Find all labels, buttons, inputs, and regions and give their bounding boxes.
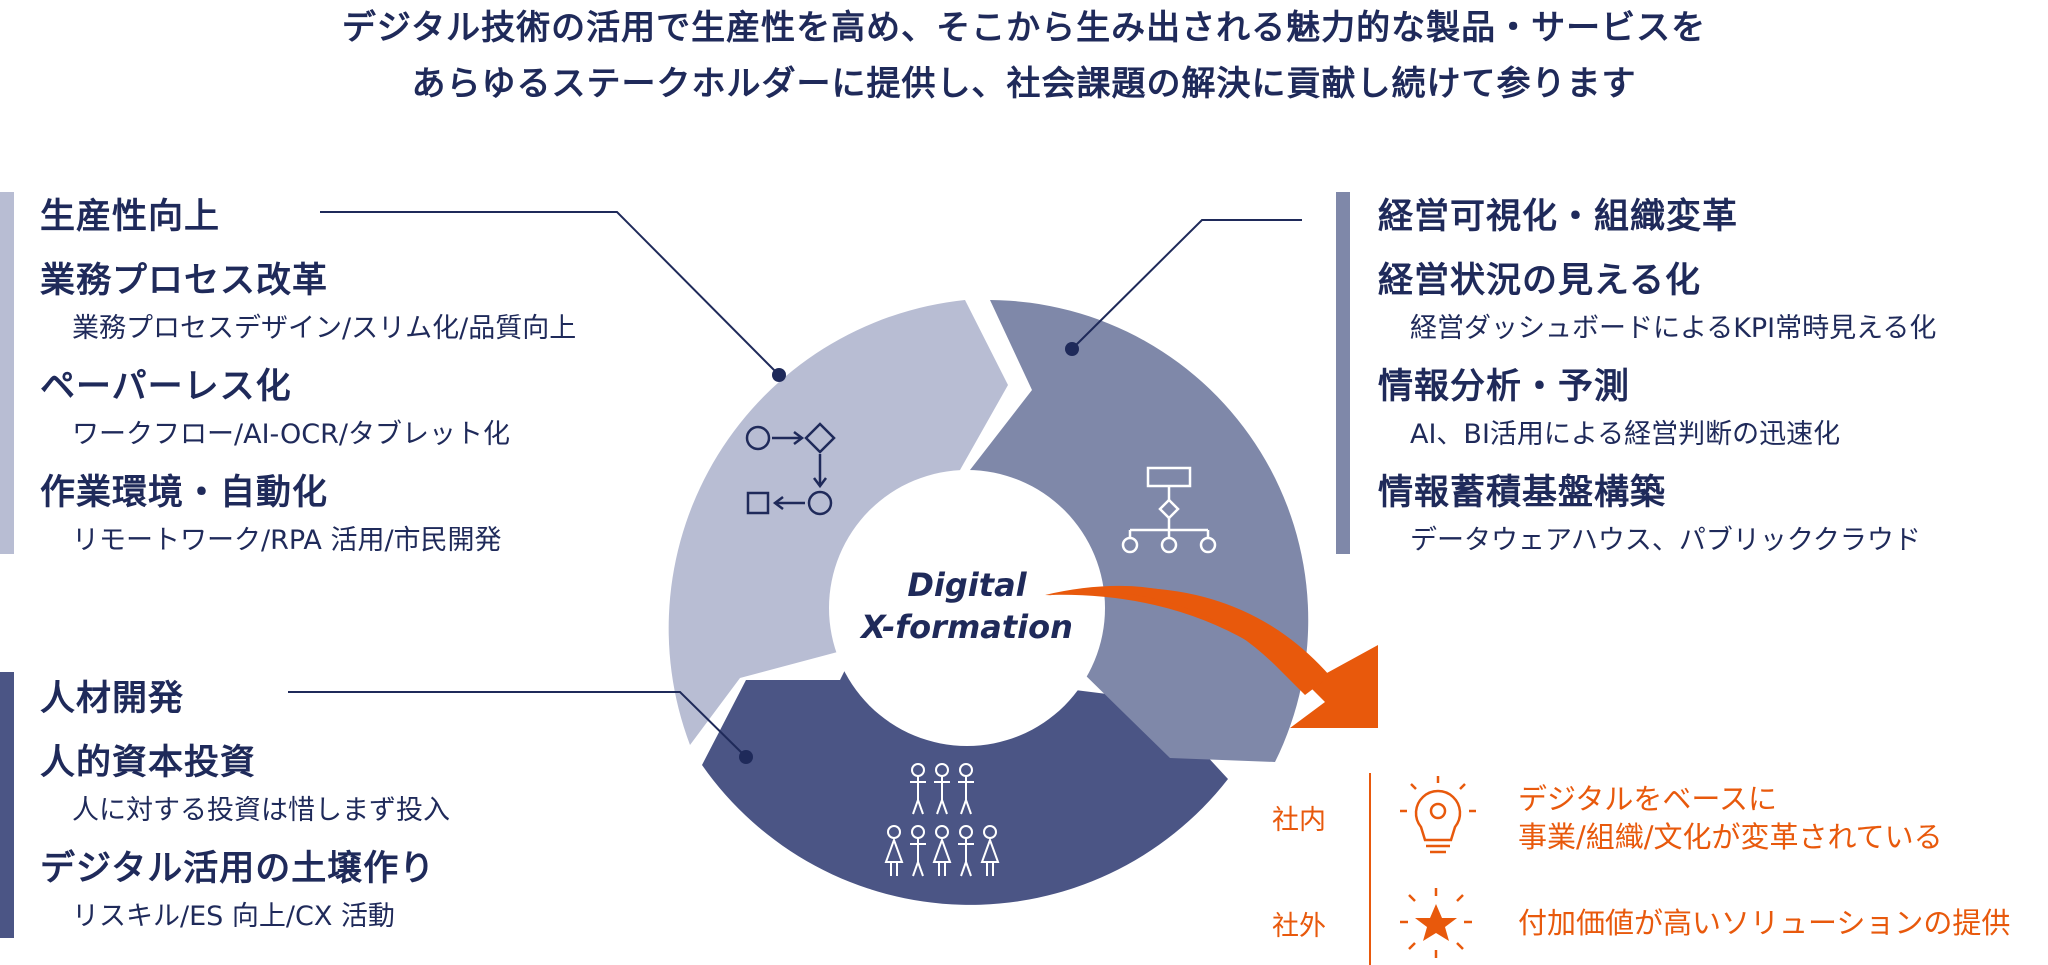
cycle-segment-productivity	[668, 300, 1008, 745]
center-label-line-1: Digital	[907, 566, 1027, 604]
right-top-item-2-sub: AI、BI活用による経営判断の迅速化	[1410, 419, 1841, 450]
right-top-item-1-title: 経営状況の見える化	[1378, 261, 1701, 301]
right-top-item-3-sub: データウェアハウス、パブリッククラウド	[1410, 525, 1921, 556]
outcome-internal-label: 社内	[1272, 805, 1326, 836]
right-top-accent-bar	[1336, 192, 1350, 554]
right-top-heading: 経営可視化・組織変革	[1378, 197, 1739, 237]
right-top-item-2-title: 情報分析・予測	[1378, 367, 1631, 407]
left-bottom-item-2-sub: リスキル/ES 向上/CX 活動	[72, 901, 395, 932]
right-top-item-3-title: 情報蓄積基盤構築	[1378, 473, 1667, 513]
right-top-item-1-sub: 経営ダッシュボードによるKPI常時見える化	[1410, 313, 1937, 344]
people-group-icon	[884, 763, 1000, 877]
leader-line-people	[288, 691, 747, 758]
star-burst-icon	[1400, 888, 1472, 958]
leader-line-productivity	[320, 211, 780, 376]
center-label-line-2: X-formation	[861, 608, 1073, 646]
left-bottom-item-1-title: 人的資本投資	[40, 743, 257, 783]
left-top-item-1-sub: 業務プロセスデザイン/スリム化/品質向上	[72, 313, 577, 344]
outcome-internal-line-2: 事業/組織/文化が変革されている	[1518, 820, 1943, 854]
left-bottom-item-1-sub: 人に対する投資は惜しまず投入	[72, 795, 450, 826]
left-bottom-item-2-title: デジタル活用の土壌作り	[40, 849, 436, 889]
org-chart-icon	[1121, 466, 1217, 554]
cycle-segment-people	[702, 620, 1228, 905]
left-top-accent-bar	[0, 192, 14, 554]
outcome-internal-line-1: デジタルをベースに	[1518, 782, 1777, 816]
headline-line-2: あらゆるステークホルダーに提供し、社会課題の解決に貢献し続けて参ります	[411, 64, 1637, 104]
leader-dot-people	[739, 750, 753, 764]
leader-dot-productivity	[772, 368, 786, 382]
left-bottom-accent-bar	[0, 672, 14, 938]
left-top-item-3-title: 作業環境・自動化	[40, 473, 329, 513]
left-top-item-2-title: ペーパーレス化	[40, 367, 292, 407]
lightbulb-gear-icon	[1400, 776, 1476, 854]
left-top-item-3-sub: リモートワーク/RPA 活用/市民開発	[72, 525, 502, 556]
headline-line-1: デジタル技術の活用で生産性を高め、そこから生み出される魅力的な製品・サービスを	[341, 8, 1707, 48]
transformation-arrow-body	[1045, 587, 1330, 695]
leader-dot-management	[1065, 342, 1079, 356]
left-top-heading: 生産性向上	[40, 197, 221, 237]
outcome-external-line-1: 付加価値が高いソリューションの提供	[1518, 906, 2011, 940]
left-bottom-heading: 人材開発	[40, 679, 185, 719]
left-top-item-2-sub: ワークフロー/AI-OCR/タブレット化	[72, 419, 510, 450]
left-top-item-1-title: 業務プロセス改革	[40, 261, 329, 301]
outcome-external-label: 社外	[1272, 911, 1326, 942]
process-flow-icon	[745, 422, 836, 516]
leader-line-management	[1071, 219, 1302, 350]
